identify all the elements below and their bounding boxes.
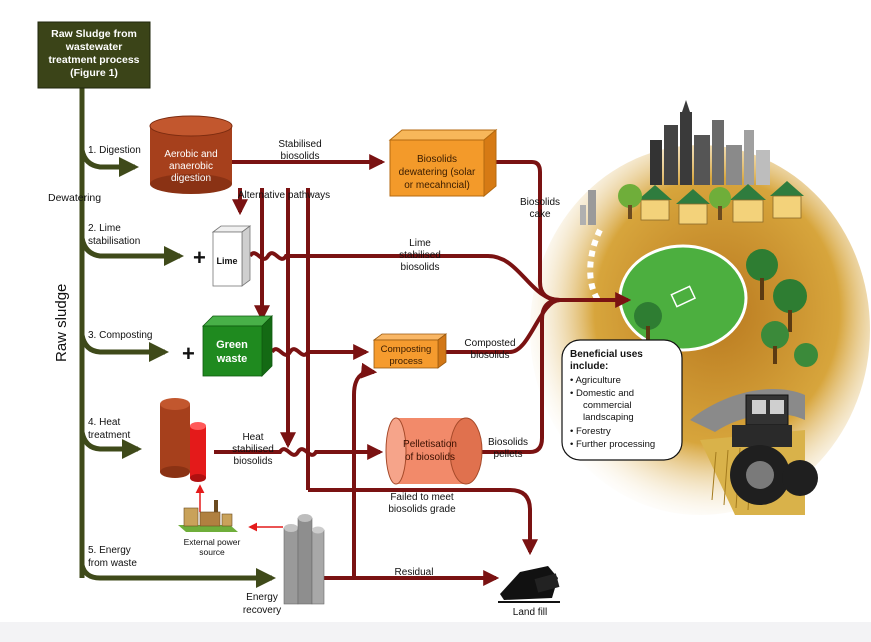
beneficial-item-landscaping: landscaping: [583, 412, 634, 423]
raw-sludge-label: Raw sludge: [53, 284, 70, 362]
flow-lines: [214, 154, 632, 586]
step-digestion-label: 1. Digestion: [88, 145, 141, 156]
pelletisation-drum: Pelletisation of biosolids: [385, 417, 483, 485]
failed-grade-label-1: Failed to meet: [390, 492, 454, 503]
beneficial-title-1: Beneficial uses: [570, 349, 643, 360]
beneficial-title-2: include:: [570, 361, 608, 372]
dewatering-label: Dewatering: [48, 192, 101, 204]
step-lime-label-2: stabilisation: [88, 236, 140, 247]
step-lime-label-1: 2. Lime: [88, 223, 121, 234]
pelletisation-label-2: of biosolids: [405, 452, 455, 463]
lime-label: Lime: [216, 256, 237, 266]
source-box: Raw Sludge from wastewater treatment pro…: [37, 21, 151, 89]
external-power-label-2: source: [199, 547, 225, 557]
stabilised-biosolids-label-1: Stabilised: [278, 139, 321, 150]
pelletisation-label-1: Pelletisation: [403, 439, 457, 450]
landfill-label: Land fill: [513, 607, 547, 618]
source-line-1: Raw Sludge from: [51, 28, 137, 40]
failed-grade-label-2: biosolids grade: [388, 504, 456, 515]
tree-icon: [618, 184, 818, 367]
composted-biosolids-label-1: Composted: [464, 338, 515, 349]
beneficial-item-commercial: commercial: [583, 400, 632, 411]
beneficial-uses-box: Beneficial uses include: • Agriculture •…: [561, 339, 683, 461]
beneficial-item-forestry: • Forestry: [570, 426, 611, 437]
city-icon: [580, 100, 770, 225]
oval-pitch: [670, 285, 697, 308]
external-power-label-1: External power: [184, 537, 241, 547]
biosolids-cake-label-1: Biosolids: [520, 197, 560, 208]
dewatering-box-label-3: or mecahncial): [404, 180, 470, 191]
composted-biosolids-label-2: biosolids: [471, 350, 510, 361]
houses-icon: [638, 181, 804, 225]
source-line-4: (Figure 1): [70, 67, 118, 79]
river: [587, 228, 603, 302]
heat-treatment-cylinders: [160, 398, 206, 482]
biosolids-pellets-label-2: pellets: [494, 449, 523, 460]
dewatering-box-label-1: Biosolids: [417, 154, 457, 165]
green-waste-box: + Green waste: [182, 315, 273, 377]
plus-icon: +: [182, 341, 195, 366]
main-trunk: [79, 88, 276, 588]
step-energy-label-2: from waste: [88, 558, 137, 569]
energy-recovery-cylinders: [283, 514, 325, 605]
energy-recovery-label-1: Energy: [246, 592, 278, 603]
bottom-bar: [0, 622, 871, 642]
lime-stabilised-label-3: biosolids: [401, 262, 440, 273]
biosolids-cake-label-2: cake: [529, 209, 551, 220]
digester-label-2: anaerobic: [169, 161, 213, 172]
power-arrows: [195, 484, 283, 532]
step-energy-label-1: 5. Energy: [88, 545, 131, 556]
biosolids-pellets-label-1: Biosolids: [488, 437, 528, 448]
composting-process-label-2: process: [389, 356, 423, 367]
digester-label-1: Aerobic and: [164, 149, 217, 160]
sports-oval: [618, 244, 748, 352]
heat-stabilised-label-2: stabilised: [232, 444, 274, 455]
residual-label: Residual: [395, 567, 434, 578]
composting-process-box: Composting process: [372, 333, 448, 369]
digester-tank: Aerobic and anaerobic digestion: [149, 115, 233, 194]
dewatering-box: Biosolids dewatering (solar or mecahncia…: [388, 128, 498, 198]
composting-process-label-1: Composting: [381, 344, 432, 355]
beneficial-item-domestic: • Domestic and: [570, 388, 634, 399]
heat-stabilised-label-1: Heat: [242, 432, 263, 443]
dewatering-box-label-2: dewatering (solar: [399, 167, 476, 178]
lime-box: + Lime: [193, 225, 252, 287]
alternative-pathways-label: Alternative pathways: [238, 190, 330, 201]
heat-stabilised-label-3: biosolids: [234, 456, 273, 467]
beneficial-item-processing: • Further processing: [570, 439, 655, 450]
landfill-icon: [498, 566, 560, 603]
stabilised-biosolids-label-2: biosolids: [281, 151, 320, 162]
source-line-3: treatment process: [48, 54, 139, 66]
digester-label-3: digestion: [171, 173, 211, 184]
energy-recovery-label-2: recovery: [243, 605, 281, 616]
green-waste-label-2: waste: [216, 353, 248, 365]
lime-stabilised-label-2: stabilised: [399, 250, 441, 261]
step-heat-label-2: treatment: [88, 430, 130, 441]
plus-icon: +: [193, 245, 206, 270]
step-composting-label: 3. Composting: [88, 330, 152, 341]
factory-icon: [178, 500, 238, 532]
step-heat-label-1: 4. Heat: [88, 417, 120, 428]
biosolids-process-diagram: Raw Sludge from wastewater treatment pro…: [37, 21, 870, 618]
source-line-2: wastewater: [65, 41, 123, 53]
green-waste-label-1: Green: [216, 339, 248, 351]
tractor-icon: [730, 394, 818, 505]
beneficial-item-agriculture: • Agriculture: [570, 375, 621, 386]
lime-stabilised-label-1: Lime: [409, 238, 431, 249]
